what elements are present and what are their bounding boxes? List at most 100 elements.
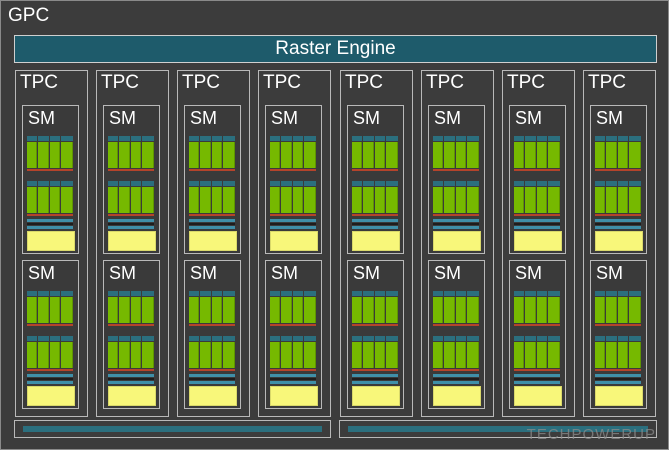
- register-file-row: [189, 226, 235, 229]
- core-cap: [363, 181, 374, 186]
- cuda-core-group: [27, 181, 73, 216]
- cuda-core-column: [293, 187, 303, 213]
- core-cap: [50, 336, 60, 341]
- core-cap: [304, 181, 316, 186]
- cuda-core-column: [281, 142, 292, 168]
- core-group-base: [514, 369, 560, 371]
- cuda-core-column: [433, 142, 443, 168]
- cuda-core-column: [363, 342, 374, 368]
- sm-label: SM: [28, 108, 55, 128]
- cuda-core-column: [375, 297, 385, 323]
- core-cap: [212, 336, 222, 341]
- cuda-core-column: [108, 187, 118, 213]
- l1-cache-block: [514, 386, 562, 406]
- core-cap: [212, 181, 222, 186]
- cuda-core-column: [456, 187, 466, 213]
- l1-cache-block: [270, 231, 318, 251]
- core-cap: [606, 136, 617, 141]
- cuda-core-column: [595, 342, 605, 368]
- cuda-core-column: [200, 187, 211, 213]
- cuda-core-column: [618, 297, 628, 323]
- register-file-row: [514, 378, 560, 380]
- cuda-core-column: [548, 187, 560, 213]
- sm-block: SM: [265, 105, 322, 254]
- cuda-core-column: [606, 187, 617, 213]
- core-cap: [119, 181, 130, 186]
- cuda-core-group: [189, 181, 235, 216]
- cuda-core-column: [375, 342, 385, 368]
- core-cap: [212, 291, 222, 296]
- cuda-core-column: [537, 142, 547, 168]
- cuda-core-column: [61, 297, 73, 323]
- register-file-row: [189, 381, 235, 384]
- register-file-row: [108, 223, 154, 225]
- sm-block: SM: [22, 105, 79, 254]
- cuda-core-column: [525, 187, 536, 213]
- core-cap: [352, 136, 362, 141]
- cuda-core-column: [212, 297, 222, 323]
- core-cap: [142, 181, 154, 186]
- core-cap: [131, 291, 141, 296]
- sm-block: SM: [184, 105, 241, 254]
- core-cap: [223, 181, 235, 186]
- cuda-core-column: [352, 297, 362, 323]
- core-cap: [514, 136, 524, 141]
- core-cap: [548, 291, 560, 296]
- tpc-label: TPC: [101, 72, 139, 93]
- core-cap: [456, 181, 466, 186]
- core-cap: [618, 336, 628, 341]
- cuda-core-column: [38, 142, 49, 168]
- core-group-base: [433, 369, 479, 371]
- core-cap: [352, 291, 362, 296]
- core-group-base: [108, 369, 154, 371]
- register-file-row: [595, 381, 641, 384]
- cuda-core-group: [27, 136, 73, 171]
- l1-cache-block: [352, 231, 400, 251]
- register-file-row: [433, 374, 479, 377]
- core-cap: [281, 291, 292, 296]
- core-cap: [375, 136, 385, 141]
- cuda-core-column: [467, 342, 479, 368]
- cuda-core-column: [514, 142, 524, 168]
- core-group-base: [270, 324, 316, 326]
- core-cap: [61, 136, 73, 141]
- register-file-row: [352, 374, 398, 377]
- sm-block: SM: [22, 260, 79, 409]
- sm-label: SM: [28, 263, 55, 283]
- l1-cache-block: [595, 386, 643, 406]
- core-cap: [281, 181, 292, 186]
- cuda-core-group: [595, 336, 641, 371]
- register-file-row: [189, 378, 235, 380]
- tpc-label: TPC: [263, 72, 301, 93]
- cuda-core-column: [456, 297, 466, 323]
- register-file-row: [433, 381, 479, 384]
- cuda-core-column: [212, 142, 222, 168]
- cuda-core-group: [595, 291, 641, 326]
- l1-cache-block: [270, 386, 318, 406]
- register-file-row: [108, 226, 154, 229]
- cuda-core-column: [200, 142, 211, 168]
- core-cap: [467, 291, 479, 296]
- register-file-row: [352, 219, 398, 222]
- cuda-core-group: [189, 291, 235, 326]
- core-group-base: [514, 169, 560, 171]
- core-group-base: [514, 324, 560, 326]
- core-cap: [131, 336, 141, 341]
- register-file-row: [595, 219, 641, 222]
- core-cap: [293, 291, 303, 296]
- core-cap: [467, 336, 479, 341]
- cuda-core-column: [119, 297, 130, 323]
- cuda-core-column: [548, 342, 560, 368]
- cuda-core-column: [119, 342, 130, 368]
- sm-label: SM: [190, 263, 217, 283]
- tpc-label: TPC: [426, 72, 464, 93]
- cuda-core-column: [386, 142, 398, 168]
- cuda-core-column: [304, 297, 316, 323]
- cuda-core-column: [223, 297, 235, 323]
- register-file-row: [270, 219, 316, 222]
- tpc-label: TPC: [588, 72, 626, 93]
- cuda-core-column: [108, 142, 118, 168]
- sm-label: SM: [109, 108, 136, 128]
- cuda-core-group: [433, 136, 479, 171]
